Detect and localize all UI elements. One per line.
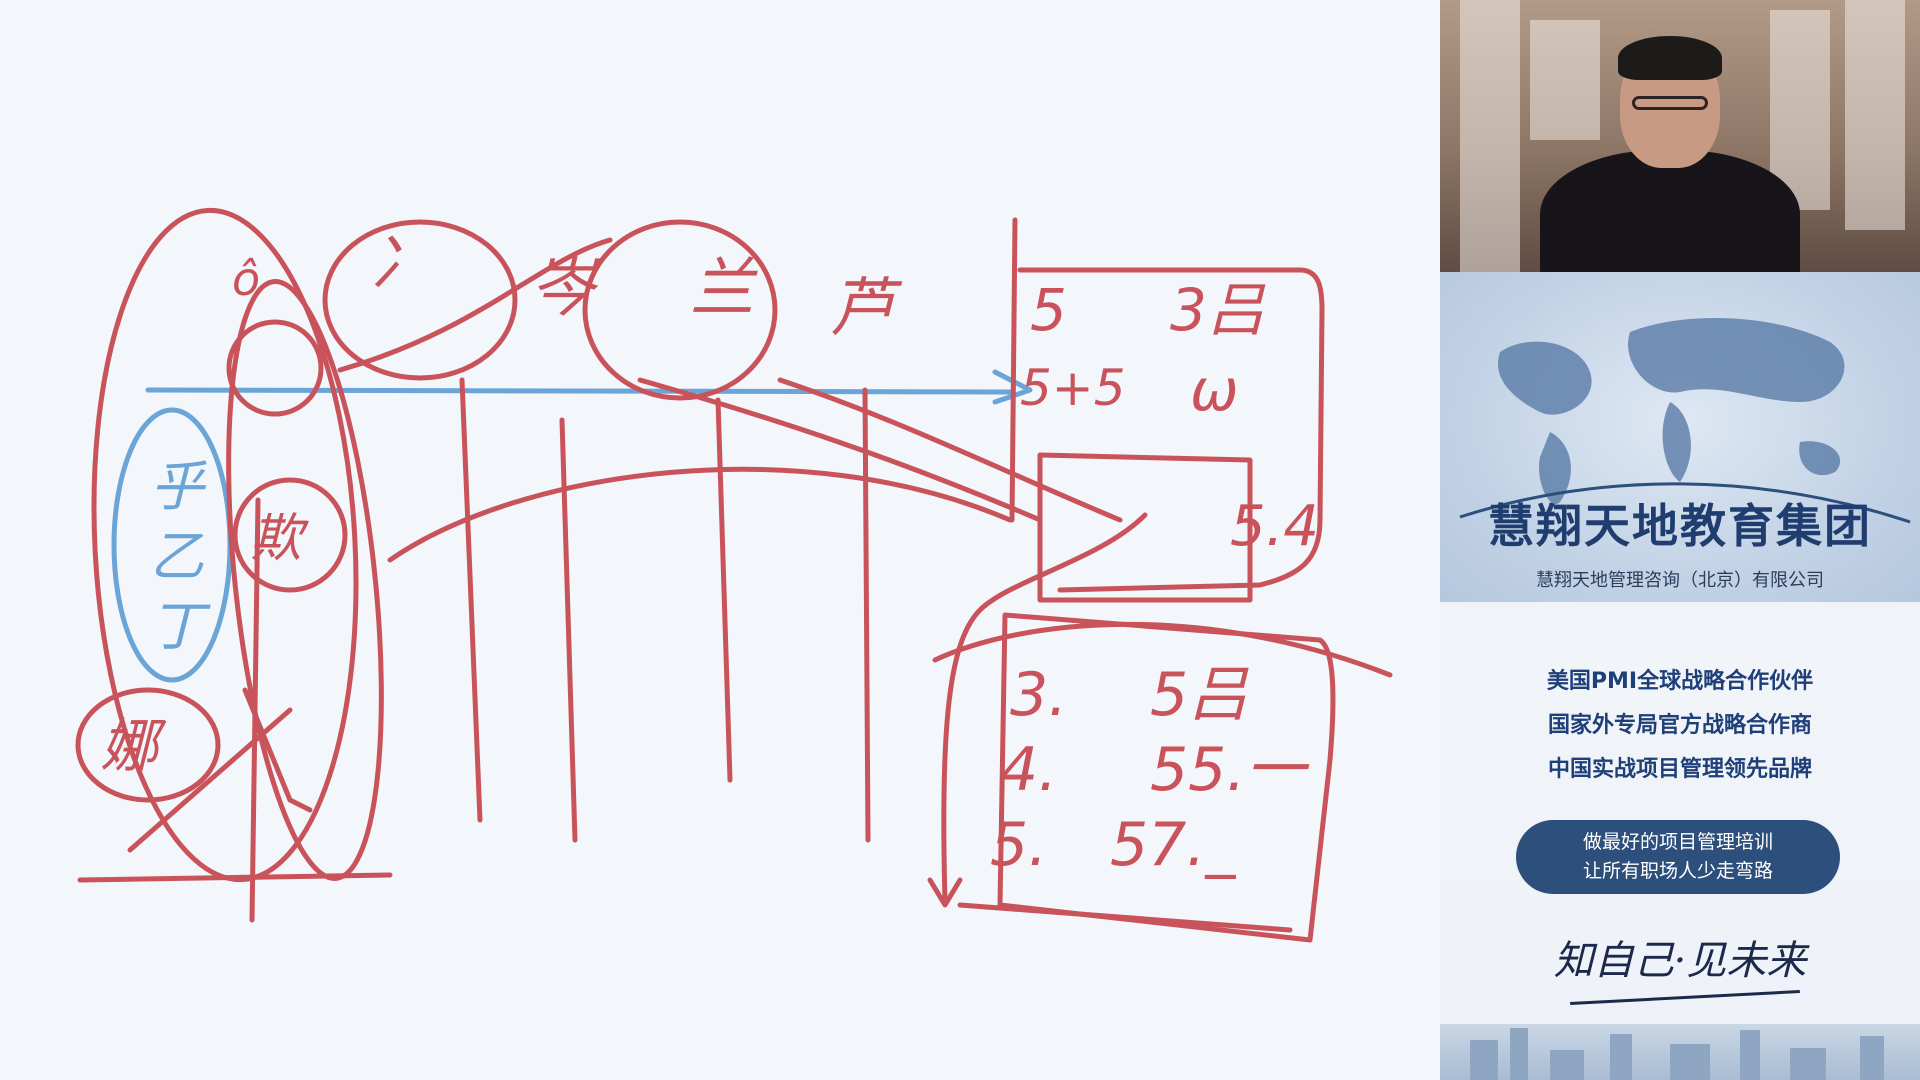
curve-4: [337, 237, 613, 373]
presenter-video: [1440, 0, 1920, 272]
world-map-icon: [1459, 318, 1911, 524]
top-arc-left: [322, 219, 518, 381]
glyph-blue-1: 乎: [150, 455, 207, 518]
circle-middle-left: [232, 477, 348, 593]
num-rb-2: 5吕: [1150, 660, 1249, 730]
vline-6: [1009, 217, 1018, 523]
presenter-body: [1540, 150, 1800, 272]
presenter-glasses: [1632, 96, 1708, 110]
world-map-banner: [1440, 272, 1920, 602]
glyph-top-5: 芦: [830, 272, 903, 346]
side-panel: 慧翔天地教育集团 慧翔天地管理咨询（北京）有限公司 美国PMI全球战略合作伙伴 …: [1440, 0, 1920, 1080]
big-left-oval: [91, 207, 359, 883]
whiteboard-canvas[interactable]: ô 冫 岑 兰 芦 欺 娜 乎 乙 丁 5 3吕 5+5 ω 5.4 3. 5吕…: [0, 0, 1440, 1080]
tagline-list: 美国PMI全球战略合作伙伴 国家外专局官方战略合作商 中国实战项目管理领先品牌: [1440, 660, 1920, 792]
vline-4: [715, 397, 733, 783]
glyph-top-3: 岑: [530, 252, 600, 326]
cross-2: [242, 687, 313, 813]
right-bottom-base: [957, 902, 1293, 933]
right-box-bottom: [997, 612, 1336, 943]
hook-arrow: [941, 512, 1148, 903]
curve-3: [777, 377, 1123, 523]
num-rt-5: 5.4: [1230, 494, 1319, 559]
slogan: 知自己·见未来: [1553, 938, 1807, 984]
vline-5: [862, 387, 871, 843]
top-arc-right: [582, 219, 778, 401]
curve-1: [387, 466, 1013, 563]
tagline-item: 国家外专局官方战略合作商: [1547, 713, 1812, 738]
num-rt-1: 5: [1030, 276, 1067, 344]
promo-line-2: 让所有职场人少走弯路: [1582, 860, 1773, 882]
glyph-top-4: 兰: [690, 252, 758, 326]
num-rb-1: 3.: [1010, 660, 1067, 730]
glyph-top-2: 冫: [370, 227, 434, 301]
promo-pill: 做最好的项目管理培训 让所有职场人少走弯路: [1516, 820, 1840, 894]
tall-oval: [226, 279, 384, 881]
presenter-hair: [1618, 36, 1722, 80]
right-box-top: [1017, 267, 1325, 593]
glyph-top-1: ô: [232, 252, 260, 306]
hook-arrow-head: [927, 877, 963, 908]
num-rt-4: ω: [1190, 356, 1239, 424]
slogan-underline: [1570, 989, 1800, 1006]
promo-line-1: 做最好的项目管理培训: [1582, 831, 1773, 853]
num-rb-3: 4.: [1000, 735, 1057, 805]
num-rt-3: 5+5: [1020, 359, 1126, 417]
num-rb-6: 57._: [1110, 810, 1236, 880]
vline-3: [559, 417, 578, 843]
tagline-item: 中国实战项目管理领先品牌: [1547, 757, 1812, 782]
circle-bottom-left: [75, 687, 221, 803]
glyph-circled-2: 娜: [100, 712, 167, 780]
ink-drawing: ô 冫 岑 兰 芦 欺 娜 乎 乙 丁 5 3吕 5+5 ω 5.4 3. 5吕…: [75, 207, 1393, 943]
right-bottom-top-line: [932, 621, 1393, 678]
inner-box: [1037, 452, 1253, 603]
brand-title: 慧翔天地教育集团: [1488, 499, 1872, 553]
circle-top-left: [226, 319, 324, 417]
arrow-head: [992, 369, 1033, 405]
glyph-blue-2: 乙: [150, 525, 204, 588]
baseline: [77, 872, 393, 883]
num-rb-5: 5.: [990, 810, 1047, 880]
tagline-item: 美国PMI全球战略合作伙伴: [1546, 669, 1814, 694]
num-rb-4: 55.一: [1150, 735, 1310, 805]
brand-subtitle: 慧翔天地管理咨询（北京）有限公司: [1536, 570, 1824, 591]
vline-2: [459, 377, 483, 823]
glyph-circled-1: 欺: [250, 509, 309, 569]
curve-2: [637, 377, 1043, 523]
glyph-blue-3: 丁: [150, 595, 211, 658]
city-skyline-image: [1440, 1024, 1920, 1080]
timeline-arrow: [145, 387, 1013, 395]
num-rt-2: 3吕: [1170, 276, 1266, 344]
